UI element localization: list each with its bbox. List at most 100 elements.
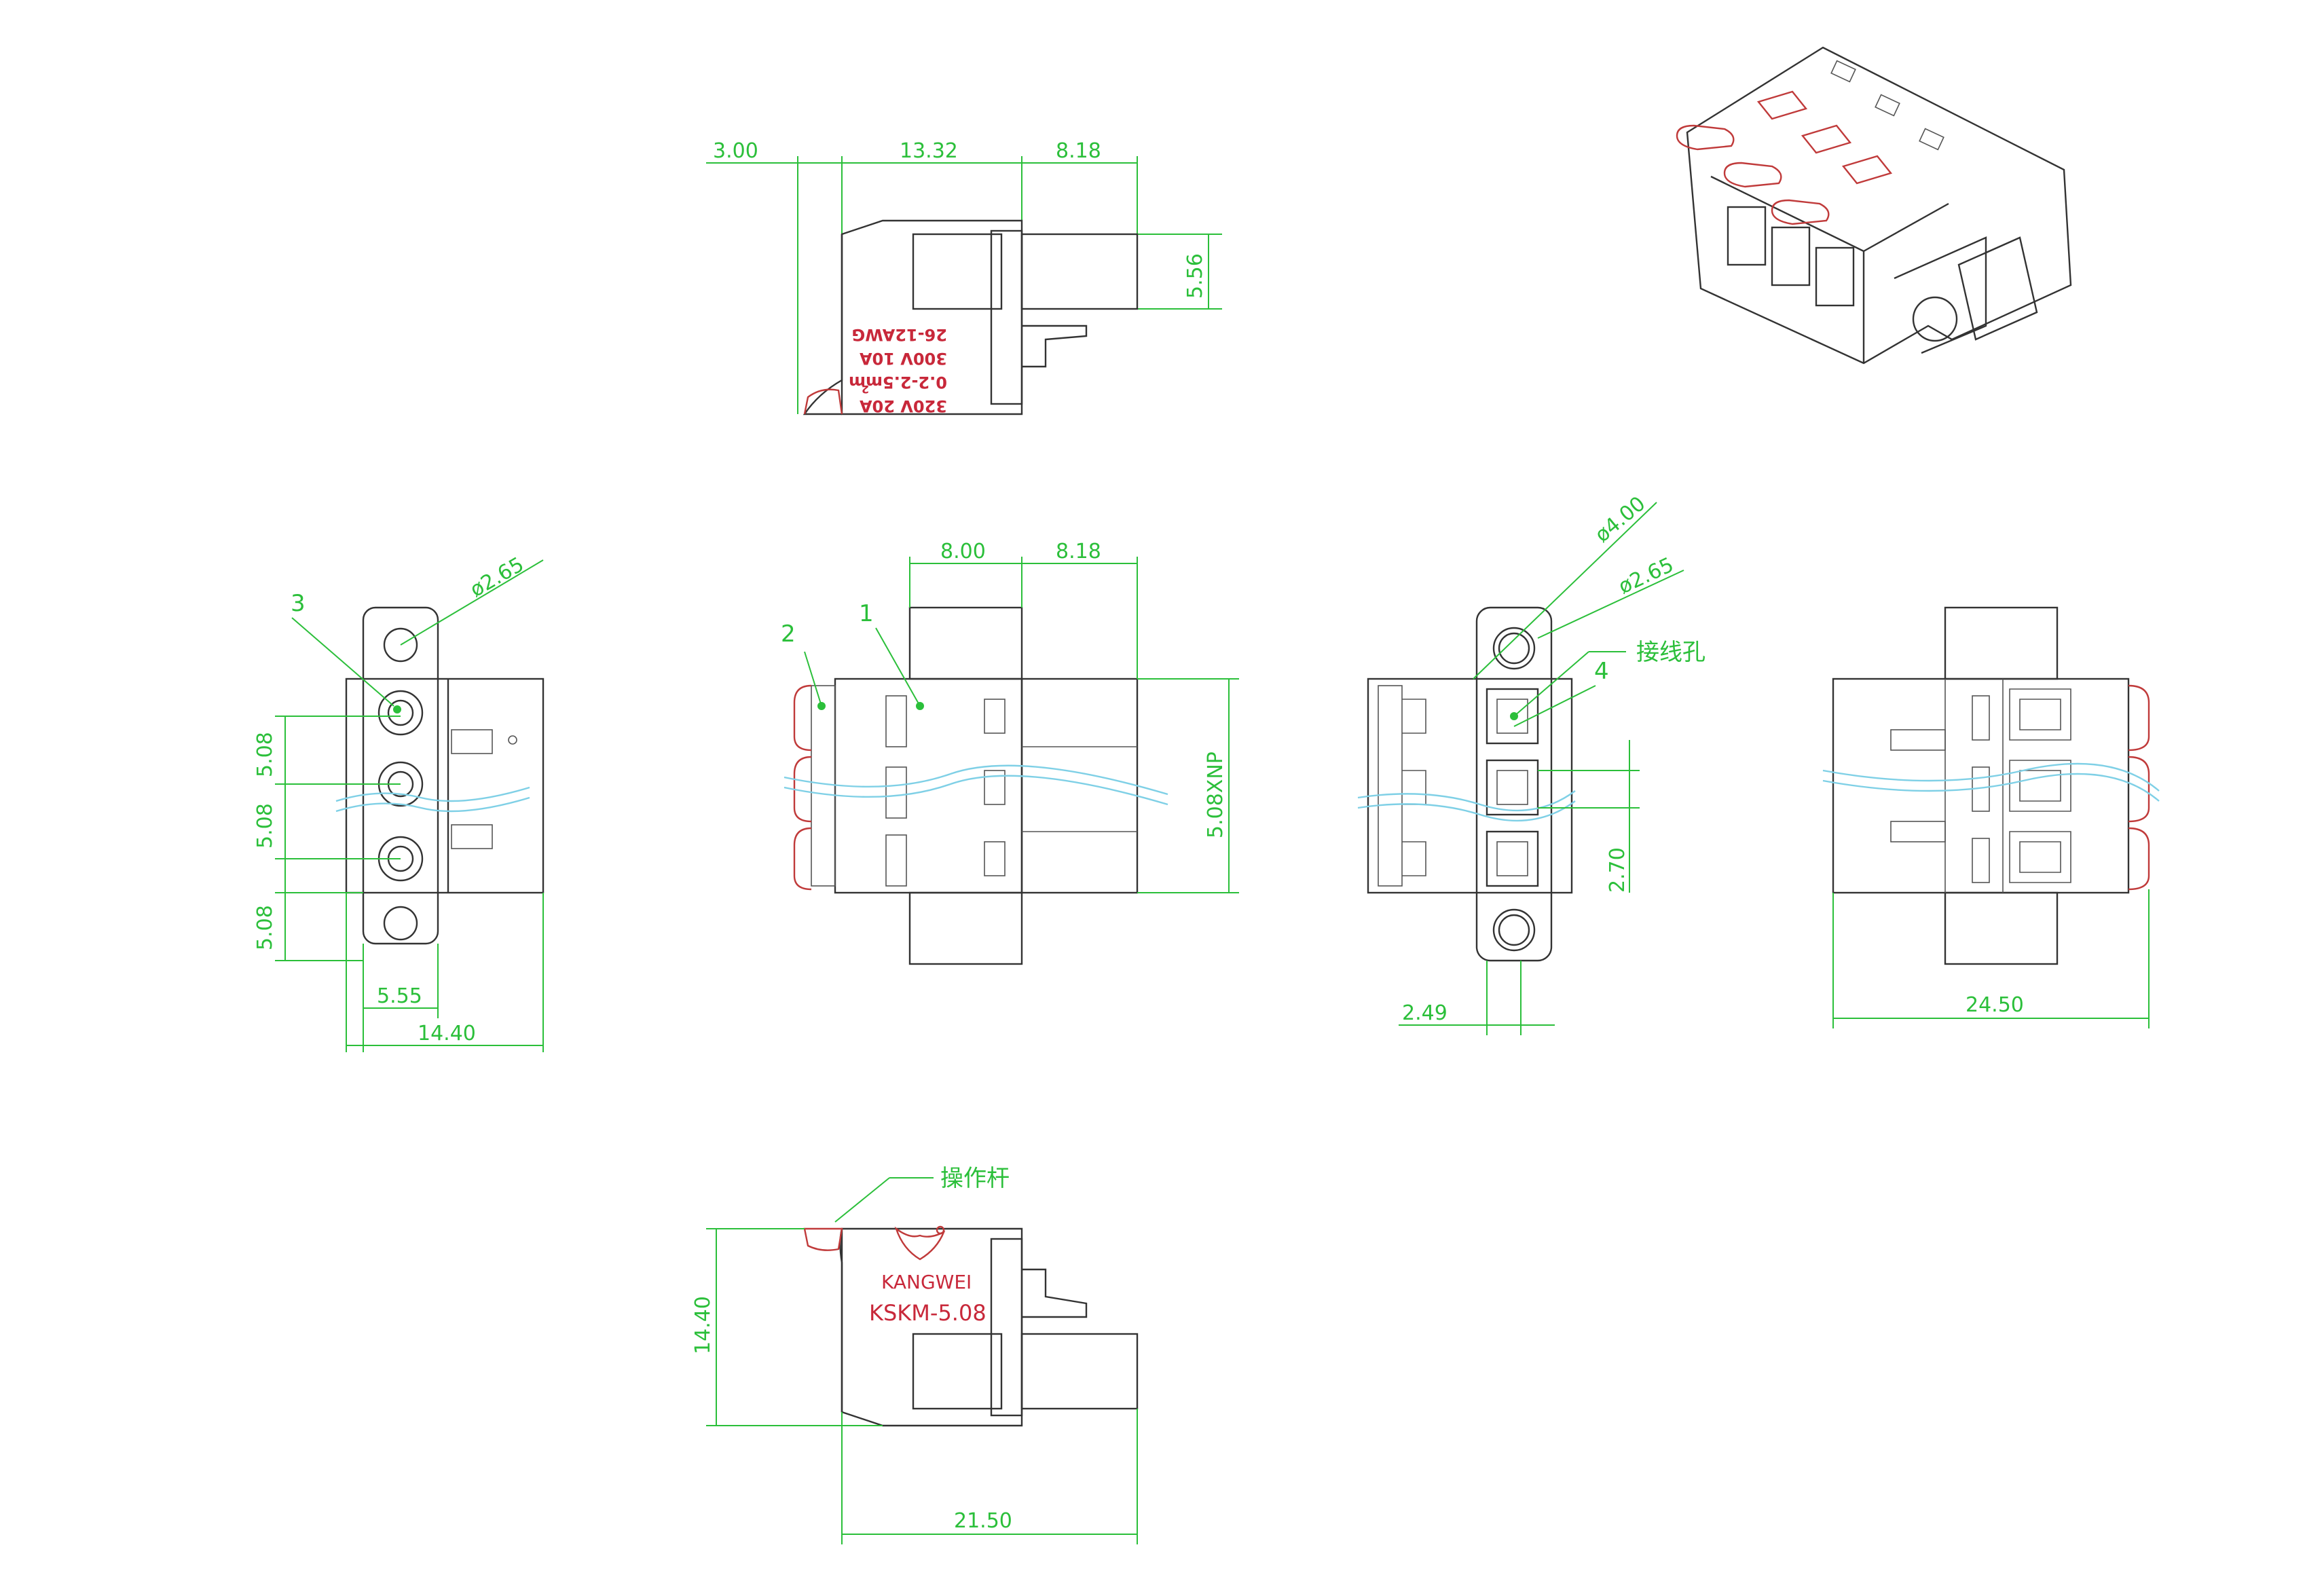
rv-lever-1: [2128, 684, 2150, 751]
sr-wire-hole-label: 接线孔: [1636, 639, 1705, 666]
marking-range: 0.2-2.5mm: [849, 373, 947, 392]
fv-dim-a: 8.00: [940, 540, 986, 563]
sr-dim-hole-small: ø2.65: [1615, 553, 1678, 599]
logo-dot: [936, 1225, 945, 1235]
sl-bottom-hole: [383, 906, 418, 941]
marking-rating2: 300V 10A: [860, 349, 947, 368]
fv-lever-3: [793, 827, 812, 891]
sr-wire-hole-leader: [1513, 651, 1589, 717]
sl-callout-3: 3: [291, 590, 306, 617]
fv-window-1: [885, 695, 907, 747]
sl-callout-dot: [393, 705, 401, 713]
bv-latch: [1022, 1268, 1088, 1318]
rv-dim-w: 24.50: [1966, 993, 2024, 1017]
sl-break-line-2: [335, 796, 530, 813]
top-view: 3.00 13.32 8.18 5.56 320V 20A 0.2-2.5mm …: [706, 139, 1222, 415]
top-markings: 320V 20A 0.2-2.5mm 2 300V 10A 26-12AWG: [849, 325, 947, 415]
top-dim-c: 8.18: [1056, 139, 1101, 163]
bv-lever-leader: [834, 1177, 890, 1223]
rv-lever-2: [2128, 756, 2150, 823]
isometric-view: [1676, 46, 2072, 365]
fv-slot-2: [984, 770, 1006, 805]
top-flange: [990, 229, 1023, 405]
sl-dim-pitch2: 5.08: [253, 803, 277, 849]
rv-body: [1832, 678, 2130, 894]
sl-dim-pitch3: 5.08: [253, 905, 277, 950]
iso-lever-3: [1771, 199, 1830, 225]
bv-shroud: [1020, 1333, 1139, 1410]
marking-sup: 2: [862, 383, 869, 396]
rv-slot-2: [1890, 821, 1946, 842]
sr-latch-3: [1402, 841, 1426, 876]
rv-slot-1: [1890, 729, 1946, 751]
sr-break-line-2: [1357, 800, 1576, 822]
bv-brand: KANGWEI: [881, 1271, 972, 1293]
sr-top-hole-inner: [1498, 632, 1530, 665]
sr-leader-4: [1513, 685, 1596, 727]
top-dim-a: 3.00: [713, 139, 758, 163]
top-shroud: [1020, 233, 1139, 310]
bv-body: [841, 1227, 1023, 1427]
sl-break-line-1: [335, 786, 530, 802]
bv-flange: [990, 1238, 1023, 1417]
rv-break-line-2: [1822, 773, 2160, 802]
bv-dim-w: 21.50: [954, 1509, 1012, 1533]
fv-break-line-2: [783, 775, 1168, 806]
sl-body: [345, 678, 545, 894]
fv-lever-1: [793, 684, 812, 751]
iso-body: [1686, 46, 2072, 365]
rv-lever-3: [2128, 827, 2150, 891]
front-view: 8.00 8.18 5.08XNP 2 1: [781, 540, 1239, 965]
sr-dim-hole-big: ø4.00: [1591, 492, 1651, 548]
rv-top-plug: [1944, 606, 2059, 680]
sl-slot-1: [451, 729, 493, 754]
iso-front-edge: [1710, 175, 1865, 363]
fv-leader-2: [804, 651, 822, 707]
sl-flange: [362, 606, 439, 945]
sl-slot-2: [451, 824, 493, 849]
sr-bottom-hole: [1492, 908, 1536, 952]
sr-entry-2-inner: [1496, 770, 1528, 805]
logo-mark: [894, 1226, 946, 1261]
sr-entry-3-inner: [1496, 841, 1528, 876]
side-left-view: 5.08 5.08 5.08 5.55 14.40 ø2.65 3: [253, 553, 545, 1052]
sr-entry-1: [1486, 688, 1539, 745]
fv-lever-base: [811, 685, 836, 887]
sr-callout-4: 4: [1594, 658, 1609, 685]
iso-slot-2: [1875, 94, 1900, 117]
fv-window-3: [885, 834, 907, 887]
side-right-view: ø4.00 ø2.65 接线孔 4 2.70 2.49: [1357, 492, 1705, 1035]
sr-body: [1367, 678, 1573, 894]
sl-entry-1-inner: [387, 699, 414, 726]
top-dim-b: 13.32: [900, 139, 958, 163]
iso-lever-top-2: [1801, 124, 1852, 154]
sl-dim-pitch1: 5.08: [253, 732, 277, 777]
fv-slot-3: [984, 841, 1006, 876]
rv-clamp-1: [2009, 688, 2071, 741]
rear-view: 24.50: [1822, 606, 2160, 1028]
sr-leader-small: [1537, 570, 1684, 639]
sr-entry-2: [1486, 759, 1539, 816]
fv-bottom-plug: [908, 891, 1023, 965]
bv-dim-h: 14.40: [691, 1296, 715, 1354]
top-lever-tip: [803, 388, 843, 415]
iso-top-edge: [1863, 202, 1949, 253]
fv-break-line-1: [783, 764, 1168, 796]
sr-flange: [1475, 606, 1553, 962]
sr-bottom-hole-inner: [1498, 914, 1530, 946]
marking-rating1: 320V 20A: [860, 396, 947, 415]
fv-window-2: [885, 766, 907, 819]
sr-latch-2: [1402, 770, 1426, 805]
fv-dim-pitch: 5.08XNP: [1204, 751, 1228, 838]
sr-break-line-1: [1357, 790, 1576, 812]
sl-dim-w2: 14.40: [418, 1022, 476, 1045]
fv-leader-1: [875, 627, 921, 707]
fv-callout-1: 1: [859, 600, 874, 627]
top-body-left: [803, 234, 843, 415]
sl-pin-1: [508, 735, 517, 745]
sl-dim-hole: ø2.65: [466, 553, 528, 602]
iso-opening-1: [1727, 206, 1767, 266]
iso-plug-box: [1894, 236, 1987, 354]
iso-plug-hole: [1912, 296, 1958, 342]
